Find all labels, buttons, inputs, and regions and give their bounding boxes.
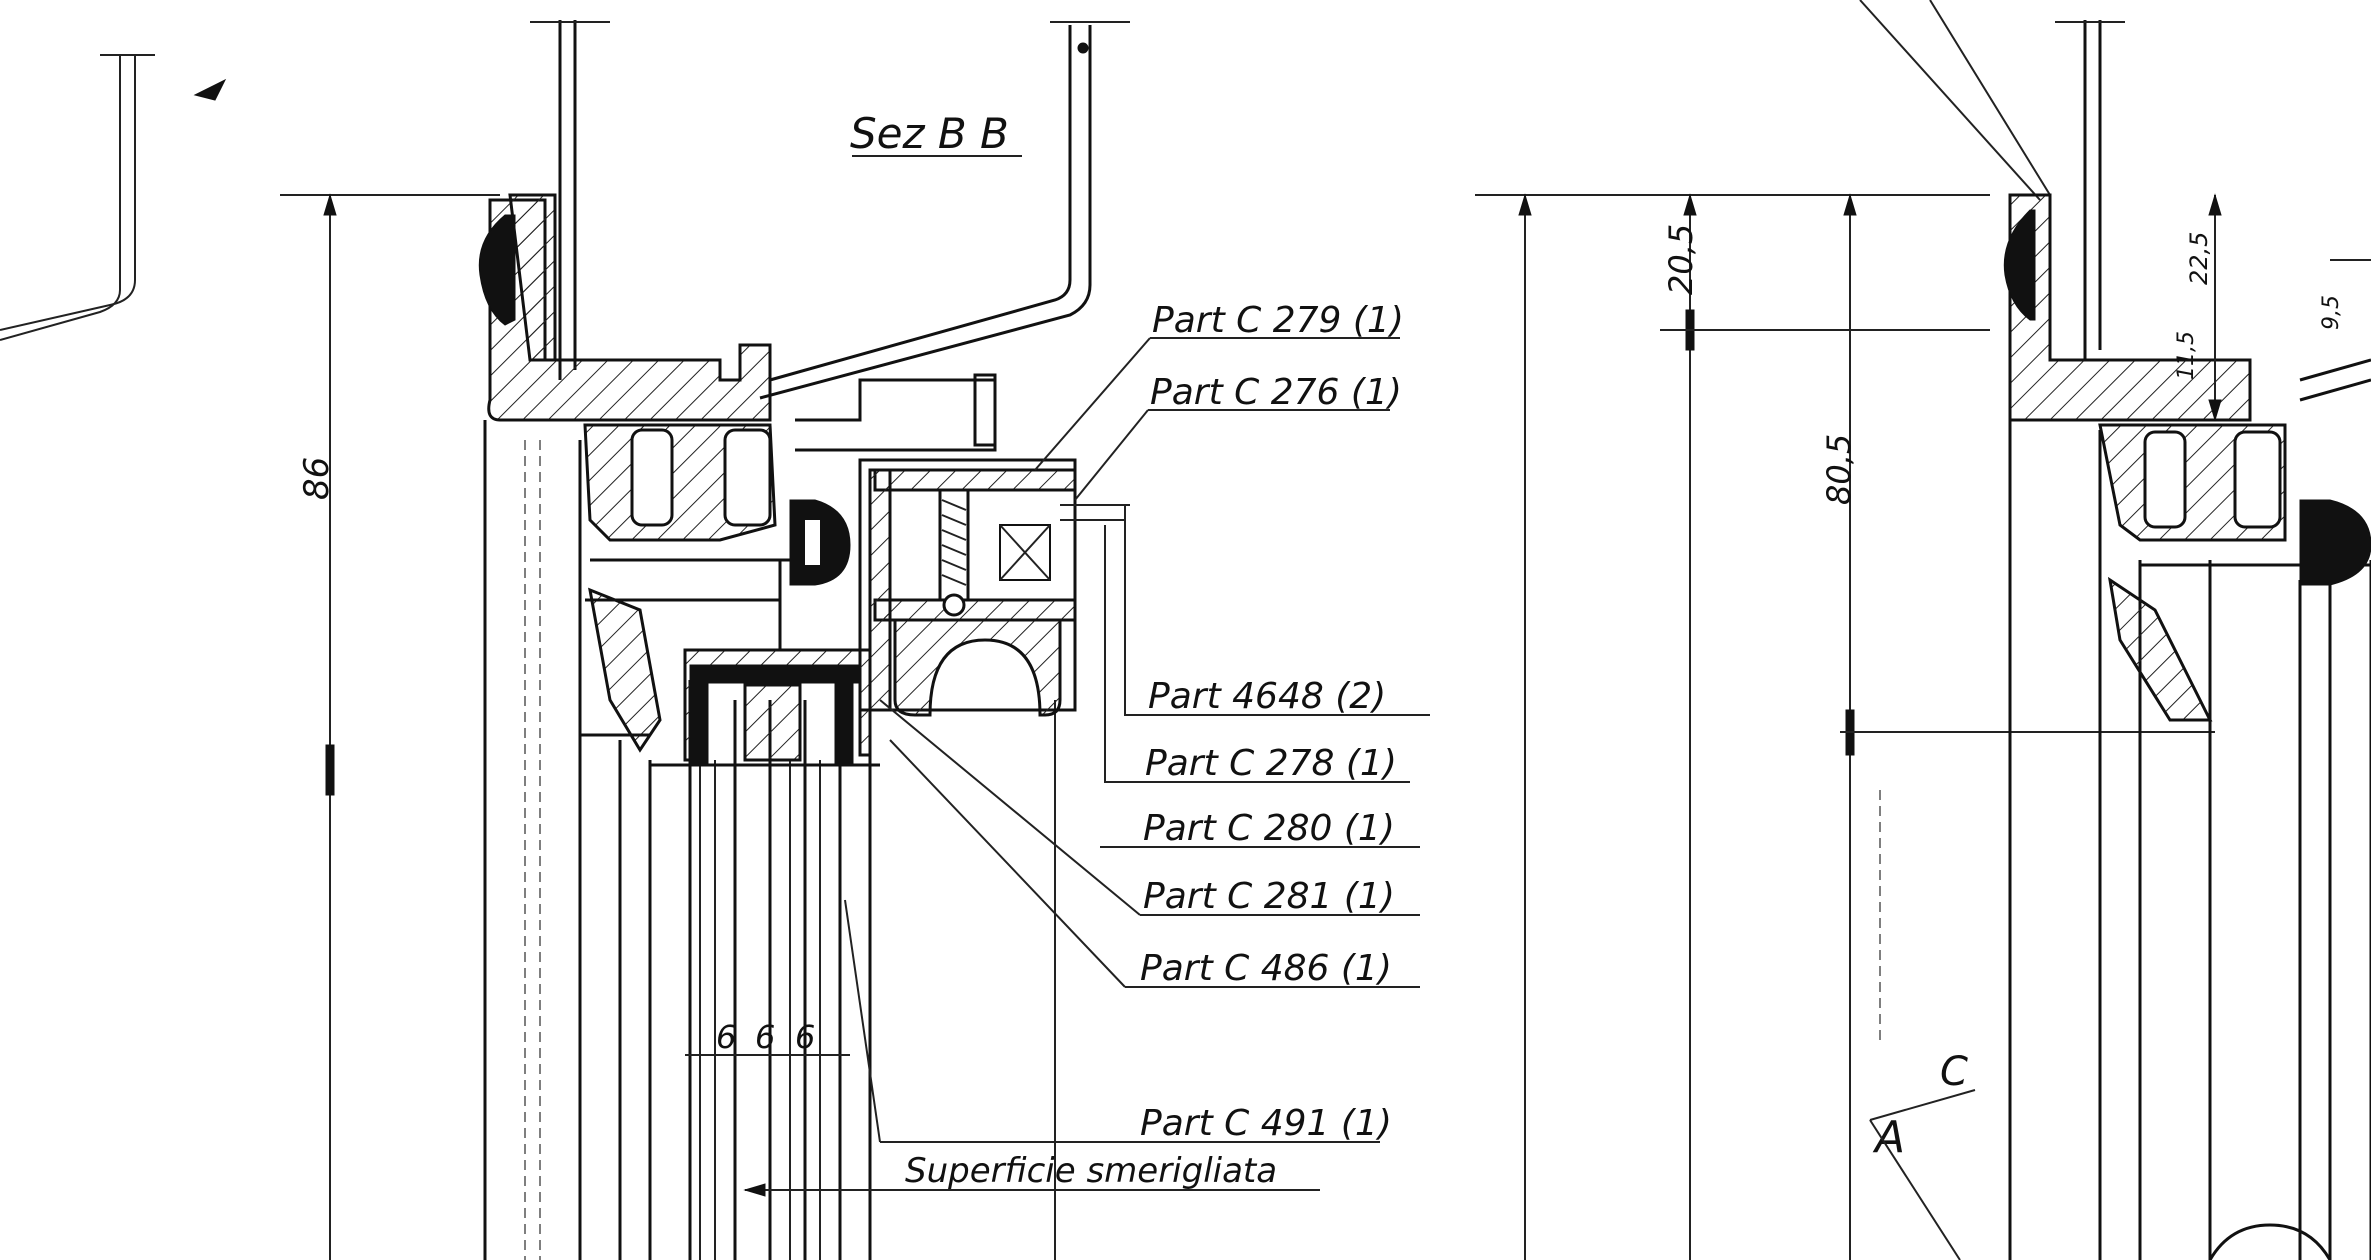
pitch-a: 6: [716, 1018, 736, 1056]
pitch-c: 6: [795, 1018, 815, 1056]
surface-note: Superficie smerigliata: [743, 1151, 1320, 1197]
dim-20-5-label: 20,5: [1662, 224, 1700, 295]
dim-11-5-label: 11,5: [2174, 331, 2199, 380]
dim-9-5-label: 9,5: [2319, 295, 2344, 330]
middle-dimensions: 20,5 80,5 C A: [1475, 193, 2215, 1260]
label-part-c279: Part C 279 (1): [1152, 300, 1404, 341]
label-part-4648: Part 4648 (2): [1148, 676, 1386, 717]
left-pipe: [0, 54, 227, 341]
label-part-c486: Part C 486 (1): [1140, 948, 1392, 989]
marker-a: A: [1872, 1112, 1905, 1163]
surface-note-text: Superficie smerigliata: [905, 1151, 1277, 1191]
arrow-marker-icon: [193, 78, 227, 101]
marker-c: C: [1940, 1049, 1968, 1095]
dim-22-5-label: 22,5: [2185, 232, 2213, 285]
pitch-b: 6: [755, 1018, 775, 1056]
label-part-c276: Part C 276 (1): [1150, 372, 1402, 413]
label-part-c491: Part C 491 (1): [1140, 1103, 1392, 1144]
right-assembly: 22,5 11,5 9,5: [1859, 0, 2371, 1260]
part-labels: Part C 279 (1) Part C 276 (1) Part 4648 …: [844, 300, 1430, 1144]
section-title: Sez B B: [850, 109, 1022, 158]
main-assembly: [478, 20, 1130, 1260]
dim-86-label: 86: [297, 457, 337, 500]
dim-80-5-label: 80,5: [1820, 434, 1858, 505]
label-part-c280: Part C 280 (1): [1143, 808, 1395, 849]
label-part-c278: Part C 278 (1): [1145, 743, 1397, 784]
label-part-c281: Part C 281 (1): [1143, 876, 1395, 917]
pitch-dimensions: 6 6 6: [685, 1018, 850, 1056]
section-title-text: Sez B B: [850, 109, 1009, 158]
dimension-86: 86: [280, 193, 500, 1260]
